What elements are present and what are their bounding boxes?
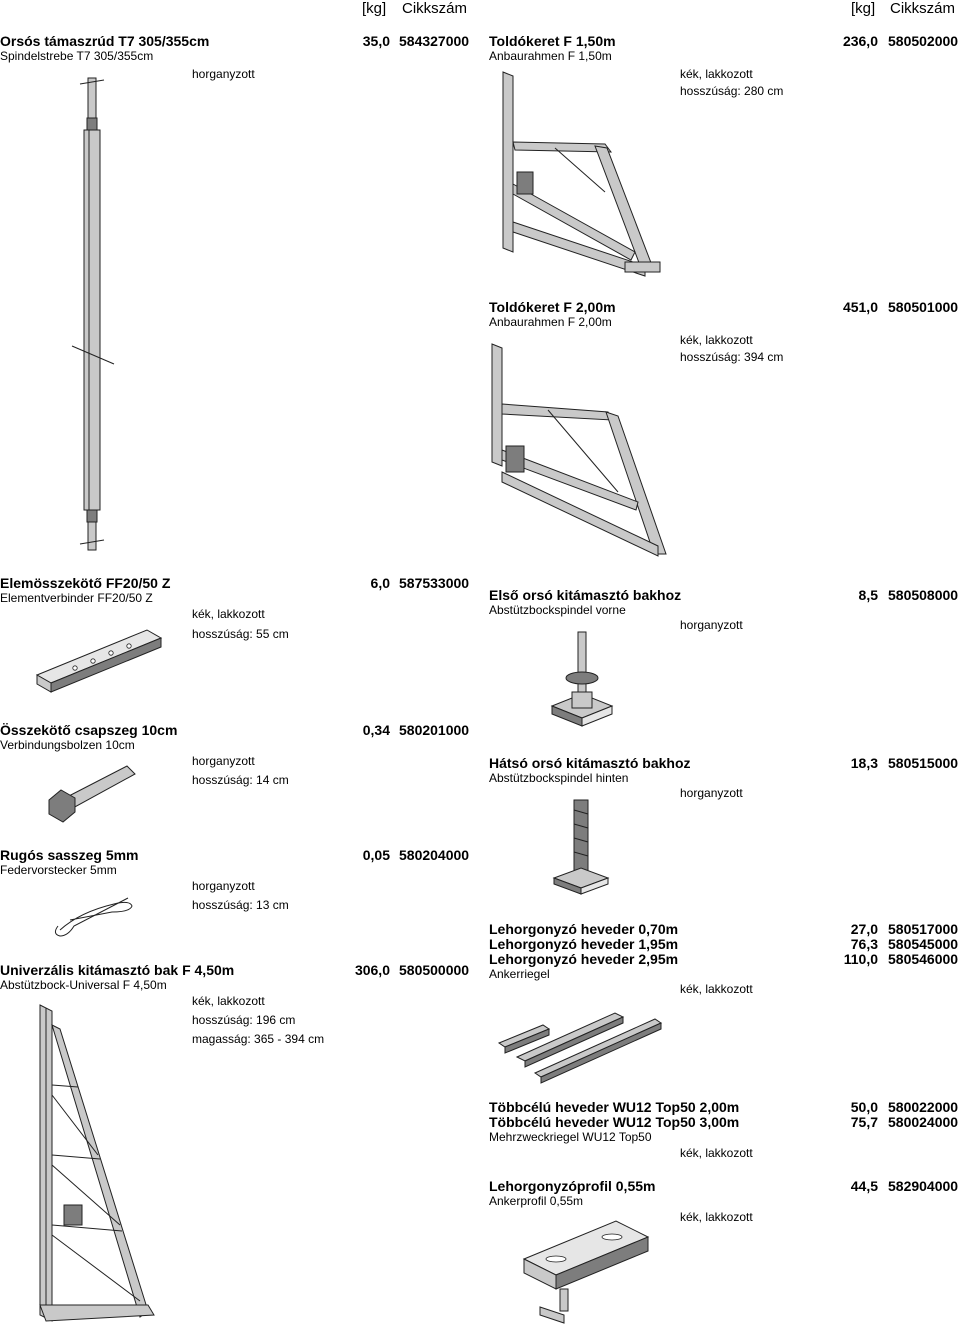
item-weight: 0,05: [362, 847, 390, 863]
header-code-right: Cikkszám: [890, 0, 956, 17]
item-code: 580204000: [399, 847, 470, 863]
front-spindle-image: [550, 631, 614, 727]
item-code: 580502000: [888, 33, 959, 49]
item-subtitle: Abstützbock-Universal F 4,50m: [0, 978, 167, 992]
universal-support-frame-image: [39, 1004, 155, 1322]
item-attr: magasság: 365 - 394 cm: [192, 1032, 325, 1046]
extension-frame-150-image: [502, 71, 661, 277]
item-title: Hátsó orsó kitámasztó bakhoz: [489, 755, 691, 771]
item-attr: hosszúság: 55 cm: [192, 627, 289, 641]
anchor-profile-image: [522, 1220, 650, 1324]
item-weight: 451,0: [842, 299, 878, 315]
item-title: Orsós támaszrúd T7 305/355cm: [0, 33, 210, 49]
item-weight: 44,5: [850, 1178, 878, 1194]
item-title: Lehorgonyzóprofil 0,55m: [489, 1178, 656, 1194]
item-subtitle: Verbindungsbolzen 10cm: [0, 738, 135, 752]
item-weight: 35,0: [362, 33, 390, 49]
header-kg-left: [kg]: [362, 0, 387, 17]
item-code: 580201000: [399, 722, 470, 738]
item-attr: horganyzott: [680, 786, 743, 800]
item-attr: horganyzott: [192, 879, 255, 893]
item-title: Összekötő csapszeg 10cm: [0, 722, 178, 738]
item-title: Első orsó kitámasztó bakhoz: [489, 587, 682, 603]
item-subtitle: Mehrzweckriegel WU12 Top50: [489, 1130, 652, 1144]
item-weight: 236,0: [842, 33, 878, 49]
anchor-beam-image: [497, 1012, 663, 1084]
item-weight: 75,7: [850, 1114, 878, 1130]
item-title: Elemösszekötő FF20/50 Z: [0, 575, 171, 591]
item-subtitle: Federvorstecker 5mm: [0, 863, 117, 877]
item-weight: 76,3: [850, 936, 878, 952]
extension-frame-200-image: [491, 343, 667, 557]
item-weight: 6,0: [370, 575, 390, 591]
item-weight: 306,0: [354, 962, 390, 978]
item-code: 580022000: [888, 1099, 959, 1115]
item-weight: 50,0: [850, 1099, 878, 1115]
item-title: Többcélú heveder WU12 Top50 2,00m: [489, 1099, 740, 1115]
item-code: 580546000: [888, 951, 959, 967]
item-attr: kék, lakkozott: [680, 333, 753, 347]
item-title: Toldókeret F 2,00m: [489, 299, 616, 315]
item-code: 580508000: [888, 587, 959, 603]
connecting-bolt-image: [48, 765, 136, 823]
item-code: 580500000: [399, 962, 470, 978]
item-code: 580545000: [888, 936, 959, 952]
item-weight: 8,5: [858, 587, 878, 603]
item-title: Rugós sasszeg 5mm: [0, 847, 139, 863]
item-title: Univerzális kitámasztó bak F 4,50m: [0, 962, 235, 978]
header-kg-right: [kg]: [851, 0, 876, 17]
item-title: Lehorgonyzó heveder 1,95m: [489, 936, 679, 952]
item-attr: kék, lakkozott: [680, 982, 753, 996]
rear-spindle-image: [552, 799, 610, 895]
item-code: 580024000: [888, 1114, 959, 1130]
item-attr: hosszúság: 394 cm: [680, 350, 784, 364]
item-weight: 110,0: [843, 951, 878, 967]
item-title: Többcélú heveder WU12 Top50 3,00m: [489, 1114, 740, 1130]
item-attr: horganyzott: [192, 67, 255, 81]
item-title: Lehorgonyzó heveder 0,70m: [489, 921, 679, 937]
item-subtitle: Abstützbockspindel vorne: [489, 603, 626, 617]
item-title: Toldókeret F 1,50m: [489, 33, 616, 49]
element-connector-image: [35, 629, 163, 693]
item-attr: kék, lakkozott: [680, 1146, 753, 1160]
item-subtitle: Anbaurahmen F 1,50m: [489, 49, 612, 63]
item-attr: hosszúság: 196 cm: [192, 1013, 296, 1027]
item-weight: 27,0: [850, 921, 878, 937]
item-attr: kék, lakkozott: [680, 67, 753, 81]
item-attr: horganyzott: [680, 618, 743, 632]
item-attr: kék, lakkozott: [192, 607, 265, 621]
item-subtitle: Ankerprofil 0,55m: [489, 1194, 584, 1208]
item-code: 587533000: [399, 575, 470, 591]
header-code-left: Cikkszám: [402, 0, 468, 17]
item-subtitle: Abstützbockspindel hinten: [489, 771, 629, 785]
item-title: Lehorgonyzó heveder 2,95m: [489, 951, 679, 967]
item-attr: hosszúság: 14 cm: [192, 773, 289, 787]
item-weight: 0,34: [362, 722, 390, 738]
item-code: 582904000: [888, 1178, 959, 1194]
item-attr: horganyzott: [192, 754, 255, 768]
item-attr: hosszúság: 13 cm: [192, 898, 289, 912]
spindle-strut-image: [71, 77, 115, 551]
item-subtitle: Spindelstrebe T7 305/355cm: [0, 49, 154, 63]
spring-cotter-image: [54, 897, 133, 937]
item-attr: kék, lakkozott: [192, 994, 265, 1008]
item-weight: 18,3: [850, 755, 878, 771]
item-code: 584327000: [399, 33, 470, 49]
item-code: 580517000: [888, 921, 959, 937]
item-subtitle: Anbaurahmen F 2,00m: [489, 315, 612, 329]
item-attr: kék, lakkozott: [680, 1210, 753, 1224]
item-code: 580515000: [888, 755, 959, 771]
item-subtitle: Elementverbinder FF20/50 Z: [0, 591, 153, 605]
item-subtitle: Ankerriegel: [489, 967, 550, 981]
item-attr: hosszúság: 280 cm: [680, 84, 784, 98]
item-code: 580501000: [888, 299, 959, 315]
